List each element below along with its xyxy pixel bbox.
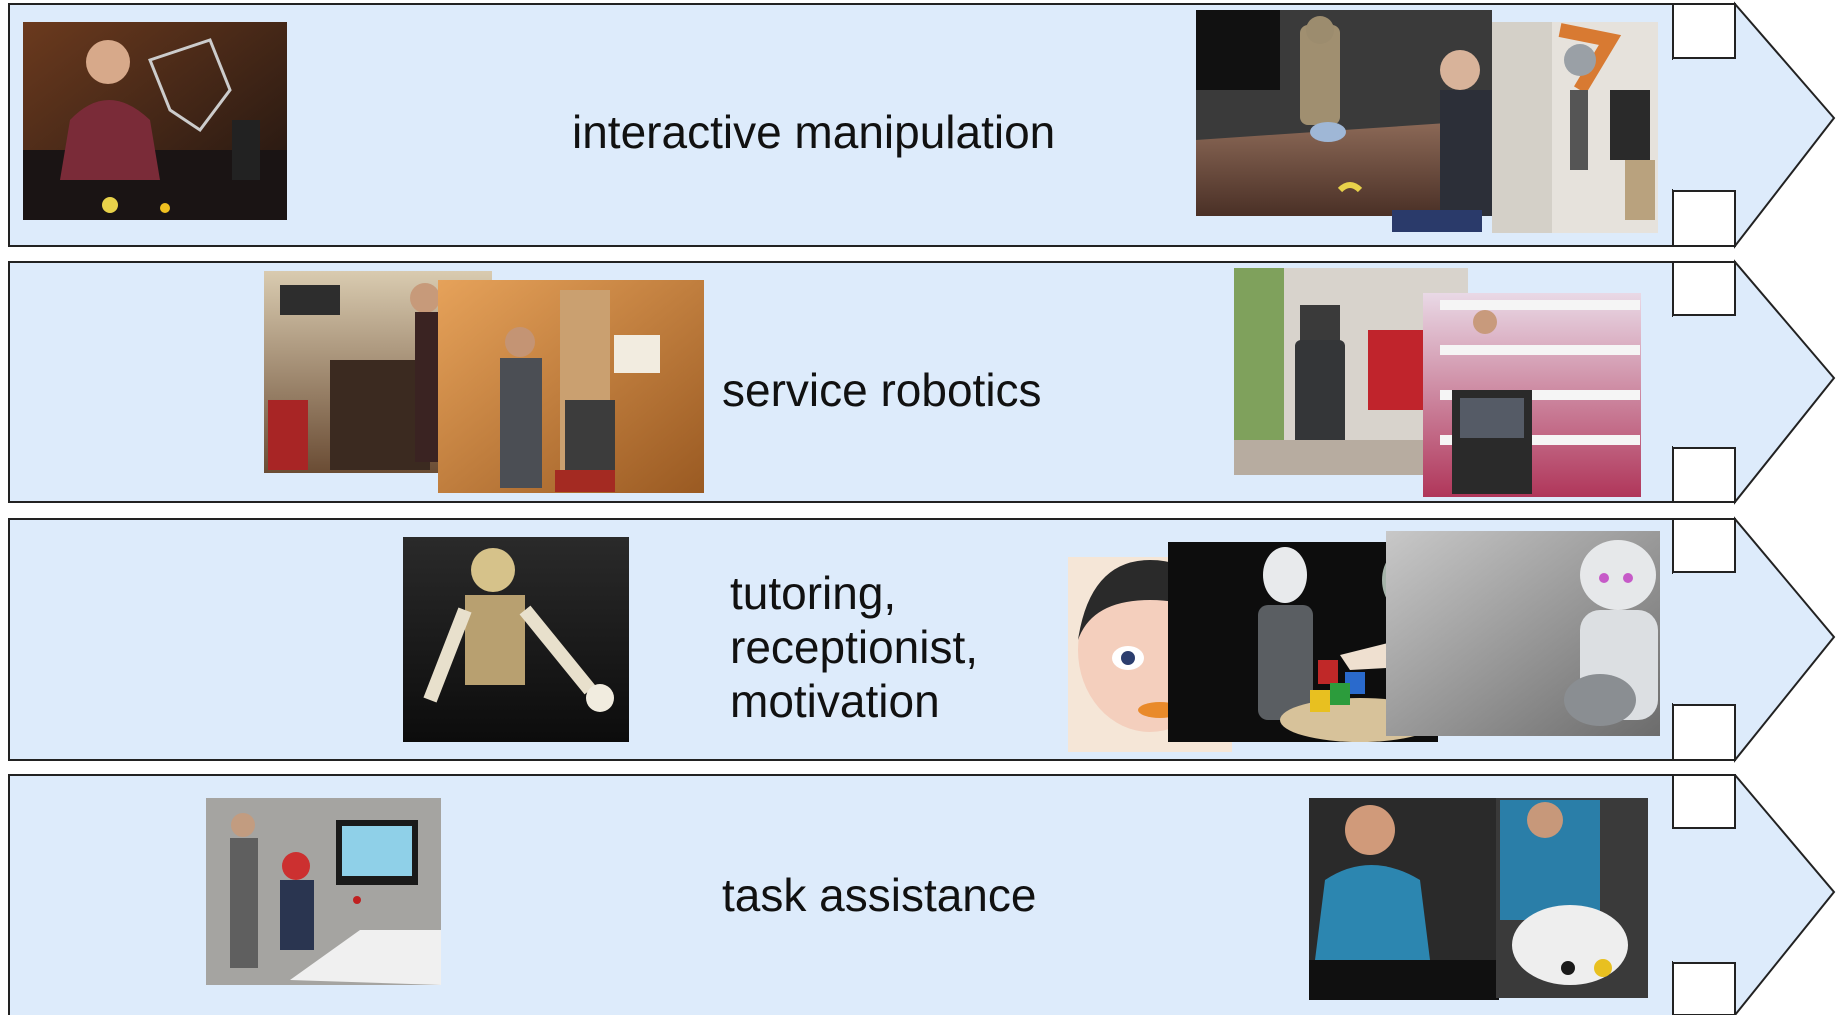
notch-4-top [1672, 774, 1736, 829]
notch-cover-3 [1660, 574, 1734, 703]
person-with-tabletop-robot-arm-photo [23, 22, 287, 220]
notch-1-top [1672, 3, 1736, 59]
humanoid-robot-torso-photo [403, 537, 629, 742]
notch-2-top [1672, 261, 1736, 316]
humanoid-robot-at-table-photo [1196, 10, 1492, 232]
robot-arm-in-kitchen-photo [1492, 22, 1658, 233]
notch-2-bottom [1672, 447, 1736, 503]
row-label-interactive-manipulation: interactive manipulation [572, 106, 1056, 158]
row-label-tutoring-receptionist-motivation: tutoring, receptionist, motivation [730, 566, 978, 728]
row-label-line-2: receptionist, [730, 621, 979, 673]
robot-shopping-cart-in-toy-store-photo [1423, 293, 1641, 497]
notch-3-bottom [1672, 704, 1736, 761]
notch-cover-2 [1660, 317, 1734, 446]
row-label-task-assistance: task assistance [722, 869, 1037, 921]
row-label-line-3: motivation [730, 675, 940, 727]
notch-4-bottom [1672, 962, 1736, 1015]
man-beside-robot-in-room-photo [438, 280, 704, 493]
row-label-line-1: tutoring, [730, 567, 897, 619]
woman-brushing-teeth-photo [1309, 798, 1499, 1000]
sink-with-toothbrush-photo [1496, 798, 1648, 998]
notch-3-top [1672, 518, 1736, 573]
row-label-service-robotics: service robotics [722, 364, 1042, 416]
arrow-notch-white [1672, 3, 1736, 1015]
notch-cover-1 [1660, 60, 1734, 189]
notch-1-bottom [1672, 190, 1736, 247]
vr-headset-user-at-desk-photo [206, 798, 441, 985]
small-humanoid-robot-photo [1386, 531, 1660, 736]
